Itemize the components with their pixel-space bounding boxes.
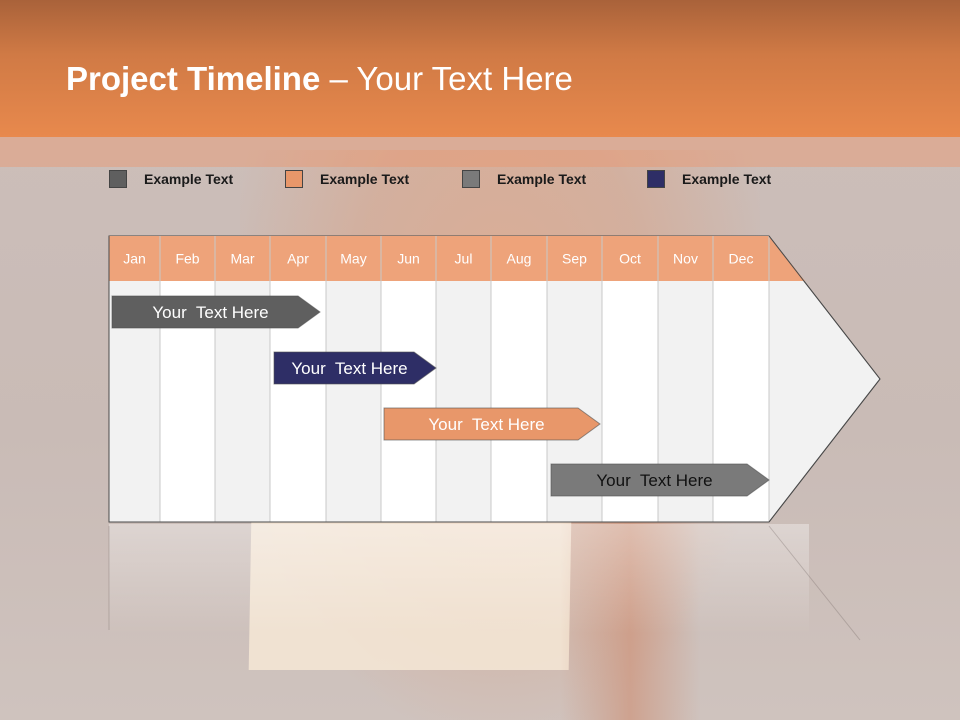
- legend: Example Text Example Text Example Text E…: [0, 170, 960, 194]
- month-label-oct: Oct: [619, 251, 641, 267]
- month-label-jul: Jul: [455, 251, 473, 267]
- month-label-mar: Mar: [230, 251, 254, 267]
- header-bar: [0, 0, 960, 137]
- background-legs: [560, 520, 700, 720]
- month-column-jul: [436, 281, 491, 522]
- page-title: Project Timeline – Your Text Here: [66, 60, 573, 98]
- legend-item-1: Example Text: [109, 170, 233, 188]
- timeline-reflection: [109, 524, 809, 634]
- arrow-lower-edge: [768, 378, 881, 523]
- month-column-aug: [491, 281, 547, 522]
- task-bar-1: [111, 295, 321, 329]
- month-label-aug: Aug: [507, 251, 532, 267]
- month-label-sep: Sep: [562, 251, 587, 267]
- legend-item-2: Example Text: [285, 170, 409, 188]
- task-bar-2: [273, 351, 437, 385]
- header-band: [0, 137, 960, 167]
- month-label-jun: Jun: [397, 251, 420, 267]
- month-label-feb: Feb: [175, 251, 199, 267]
- legend-item-4: Example Text: [647, 170, 771, 188]
- legend-item-3: Example Text: [462, 170, 586, 188]
- legend-label-4: Example Text: [682, 171, 772, 187]
- month-label-jan: Jan: [123, 251, 146, 267]
- month-column-jun: [381, 281, 436, 522]
- arrow-upper-edge: [768, 235, 881, 380]
- legend-swatch-3: [462, 170, 480, 188]
- task-label-1: Your Text Here: [152, 303, 268, 322]
- title-rest: – Your Text Here: [320, 60, 573, 97]
- task-label-4: Your Text Here: [596, 471, 712, 490]
- task-label-3: Your Text Here: [428, 415, 544, 434]
- task-bar-3: [383, 407, 601, 441]
- month-label-dec: Dec: [729, 251, 754, 267]
- month-header-row: [109, 236, 805, 281]
- legend-swatch-2: [285, 170, 303, 188]
- task-bar-4: [550, 463, 770, 497]
- month-label-nov: Nov: [673, 251, 698, 267]
- month-column-may: [326, 281, 381, 522]
- month-label-may: May: [340, 251, 366, 267]
- title-bold: Project Timeline: [66, 60, 321, 97]
- legend-label-3: Example Text: [497, 171, 587, 187]
- task-label-2: Your Text Here: [291, 359, 407, 378]
- legend-label-1: Example Text: [144, 171, 234, 187]
- reflection-arrow-edge: [768, 525, 861, 641]
- legend-swatch-1: [109, 170, 127, 188]
- month-label-apr: Apr: [287, 251, 309, 267]
- legend-swatch-4: [647, 170, 665, 188]
- legend-label-2: Example Text: [320, 171, 410, 187]
